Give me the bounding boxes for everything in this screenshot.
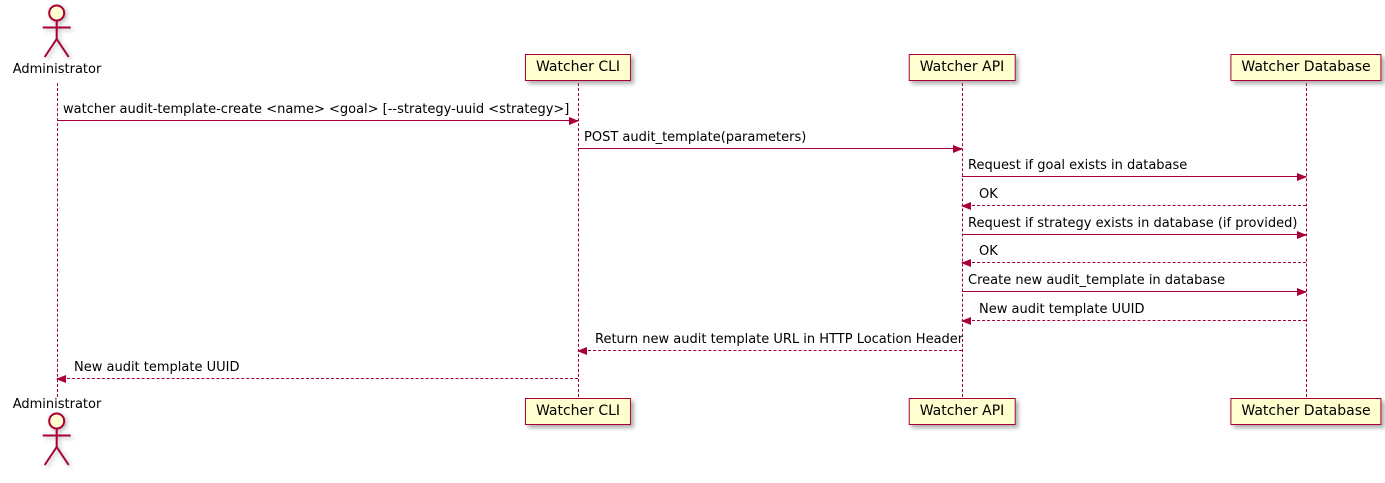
participant-box-top-watcher-api: Watcher API xyxy=(908,54,1016,81)
message-label-2: Request if goal exists in database xyxy=(968,158,1188,173)
participant-box-bottom-watcher-db: Watcher Database xyxy=(1230,398,1382,425)
message-line-4 xyxy=(962,230,1307,239)
message-line-8 xyxy=(577,346,962,355)
actor-label: Administrator xyxy=(12,397,102,412)
message-label-1: POST audit_template(parameters) xyxy=(584,130,807,145)
actor-bottom-administrator: Administrator xyxy=(12,397,102,470)
message-line-3 xyxy=(961,201,1306,210)
message-label-3: OK xyxy=(979,187,998,202)
participant-box-bottom-watcher-api: Watcher API xyxy=(908,398,1016,425)
message-arrowhead xyxy=(953,144,963,153)
participant-box-bottom-watcher-cli: Watcher CLI xyxy=(524,398,632,425)
message-line-6 xyxy=(962,287,1307,296)
message-label-7: New audit template UUID xyxy=(979,302,1145,317)
message-line-0 xyxy=(57,116,579,125)
message-arrowhead xyxy=(1297,230,1307,239)
message-label-0: watcher audit-template-create <name> <go… xyxy=(63,102,570,117)
message-line-9 xyxy=(56,374,578,383)
message-line-1 xyxy=(578,144,963,153)
actor-top-administrator: Administrator xyxy=(12,4,102,77)
message-line-7 xyxy=(961,316,1306,325)
message-arrowhead xyxy=(961,201,971,210)
message-arrowhead xyxy=(961,258,971,267)
actor-label: Administrator xyxy=(12,62,102,77)
message-arrowhead xyxy=(1297,287,1307,296)
message-line-2 xyxy=(962,172,1307,181)
actor-icon xyxy=(43,412,71,466)
message-label-4: Request if strategy exists in database (… xyxy=(968,216,1298,231)
message-line-5 xyxy=(961,258,1306,267)
lifeline-administrator xyxy=(57,83,58,397)
message-arrowhead xyxy=(56,374,66,383)
participant-box-top-watcher-cli: Watcher CLI xyxy=(524,54,632,81)
message-label-5: OK xyxy=(979,244,998,259)
lifeline-watcher-api xyxy=(962,83,963,397)
message-label-6: Create new audit_template in database xyxy=(968,273,1226,288)
lifeline-watcher-cli xyxy=(578,83,579,397)
message-arrowhead xyxy=(577,346,587,355)
message-label-8: Return new audit template URL in HTTP Lo… xyxy=(595,332,964,347)
message-arrowhead xyxy=(569,116,579,125)
message-label-9: New audit template UUID xyxy=(74,360,240,375)
message-arrowhead xyxy=(1297,172,1307,181)
participant-box-top-watcher-db: Watcher Database xyxy=(1230,54,1382,81)
lifeline-watcher-db xyxy=(1306,83,1307,397)
actor-icon xyxy=(43,4,71,58)
message-arrowhead xyxy=(961,316,971,325)
